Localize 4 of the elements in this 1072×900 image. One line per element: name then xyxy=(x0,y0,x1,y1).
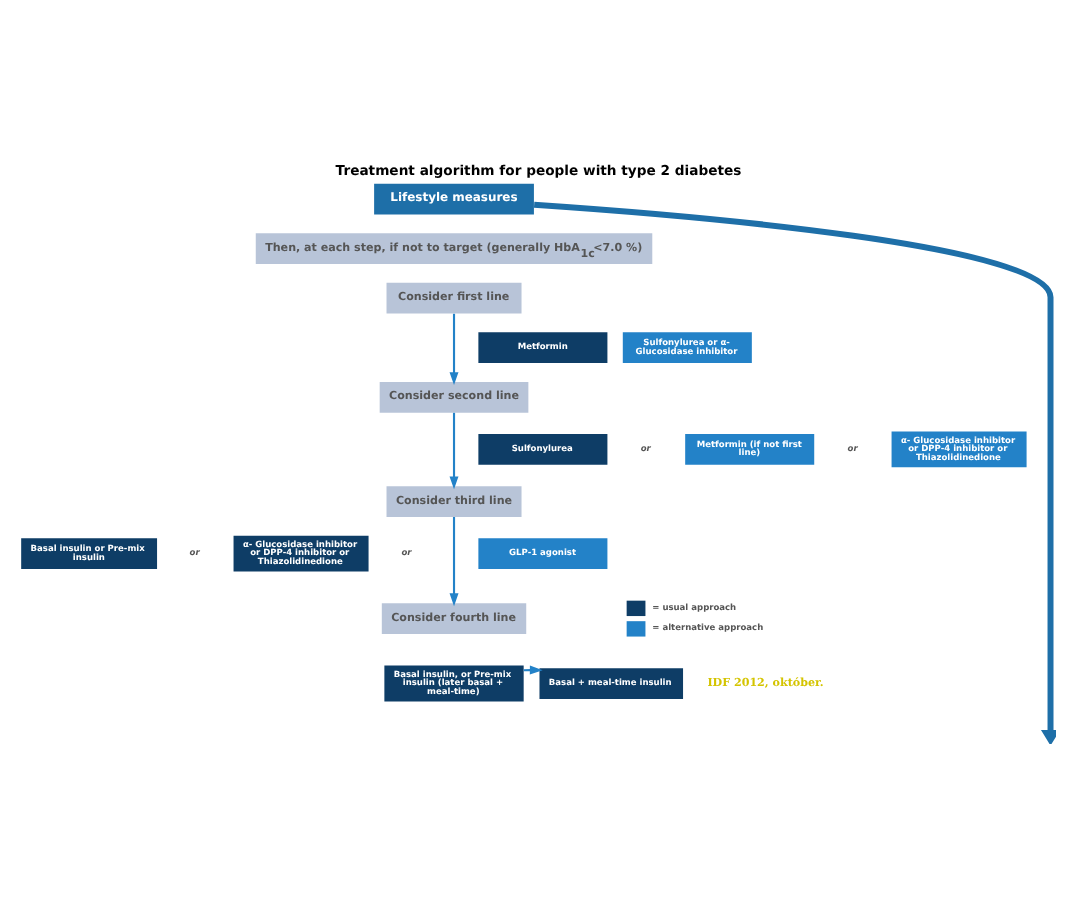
arrow xyxy=(533,200,1056,743)
arrow xyxy=(449,312,459,385)
arrow xyxy=(449,411,459,489)
arrow xyxy=(449,516,459,606)
